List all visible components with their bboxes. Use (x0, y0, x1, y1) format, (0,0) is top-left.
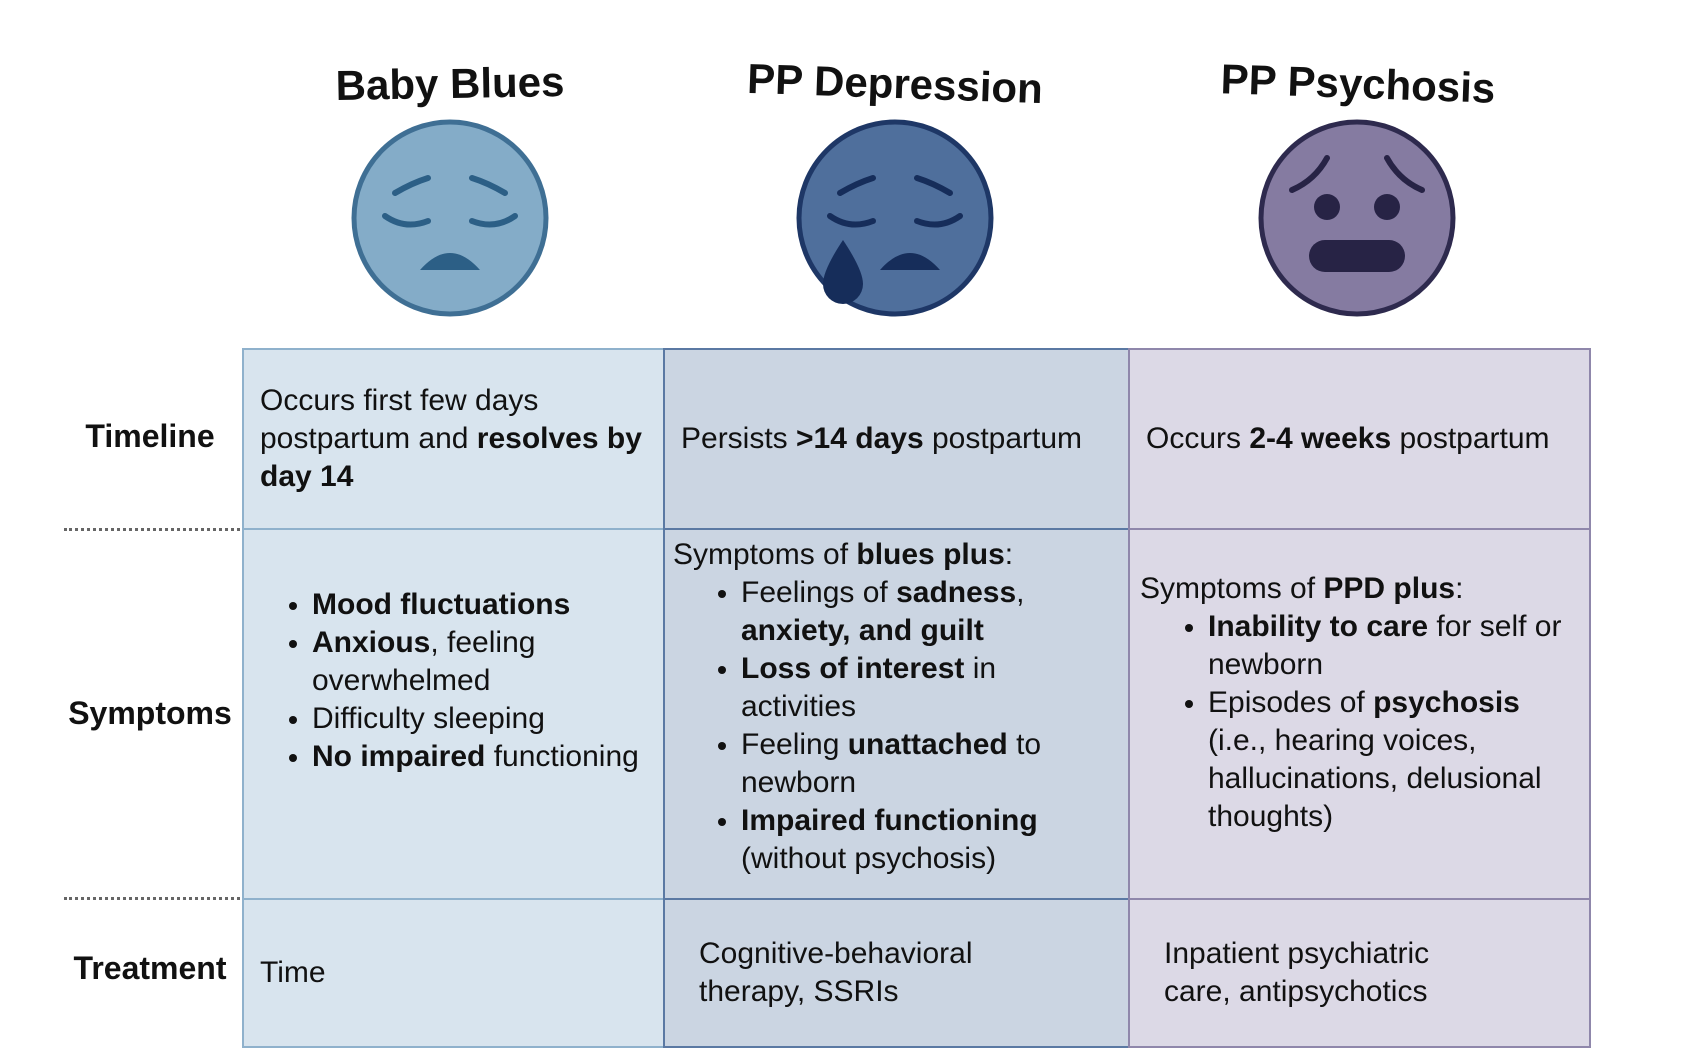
list-item: Loss of interest in activities (741, 650, 1114, 726)
row-label-treatment: Treatment (73, 950, 227, 986)
list-item: Mood fluctuations (312, 586, 649, 624)
list-item: Anxious, feeling overwhelmed (312, 624, 649, 700)
treatment-cell-baby-blues: Time (242, 898, 665, 1048)
timeline-cell-pp-depression: Persists >14 days postpartum (663, 348, 1130, 530)
symptoms-cell-baby-blues: Mood fluctuations Anxious, feeling overw… (242, 528, 665, 900)
row-separator (64, 528, 240, 531)
sad-face-icon (351, 119, 549, 317)
row-label-symptoms: Symptoms (68, 695, 232, 731)
column-title-pp-depression: PP Depression (746, 54, 1044, 113)
crying-face-icon (796, 119, 994, 317)
timeline-cell-pp-psychosis: Occurs 2-4 weeks postpartum (1128, 348, 1591, 530)
fearful-face-icon (1258, 119, 1456, 317)
treatment-cell-pp-psychosis: Inpatient psychiatric care, antipsychoti… (1128, 898, 1591, 1048)
timeline-cell-baby-blues: Occurs first few days postpartum and res… (242, 348, 665, 530)
symptoms-cell-pp-psychosis: Symptoms of PPD plus: Inability to care … (1128, 528, 1591, 900)
list-item: Difficulty sleeping (312, 700, 649, 738)
list-item: Episodes of psychosis (i.e., hearing voi… (1208, 684, 1575, 836)
list-item: Inability to care for self or newborn (1208, 608, 1575, 684)
column-title-baby-blues: Baby Blues (335, 58, 565, 109)
list-item: Impaired functioning (without psychosis) (741, 802, 1114, 878)
row-label-timeline: Timeline (85, 418, 215, 454)
symptoms-cell-pp-depression: Symptoms of blues plus: Feelings of sadn… (663, 528, 1130, 900)
row-separator (64, 897, 240, 900)
list-item: Feelings of sadness, anxiety, and guilt (741, 574, 1114, 650)
list-item: Feeling unattached to newborn (741, 726, 1114, 802)
symptoms-intro: Symptoms of PPD plus: (1140, 572, 1464, 605)
treatment-cell-pp-depression: Cognitive-behavioral therapy, SSRIs (663, 898, 1130, 1048)
list-item: No impaired functioning (312, 738, 649, 776)
column-title-pp-psychosis: PP Psychosis (1219, 55, 1497, 112)
symptoms-intro: Symptoms of blues plus: (673, 538, 1014, 571)
